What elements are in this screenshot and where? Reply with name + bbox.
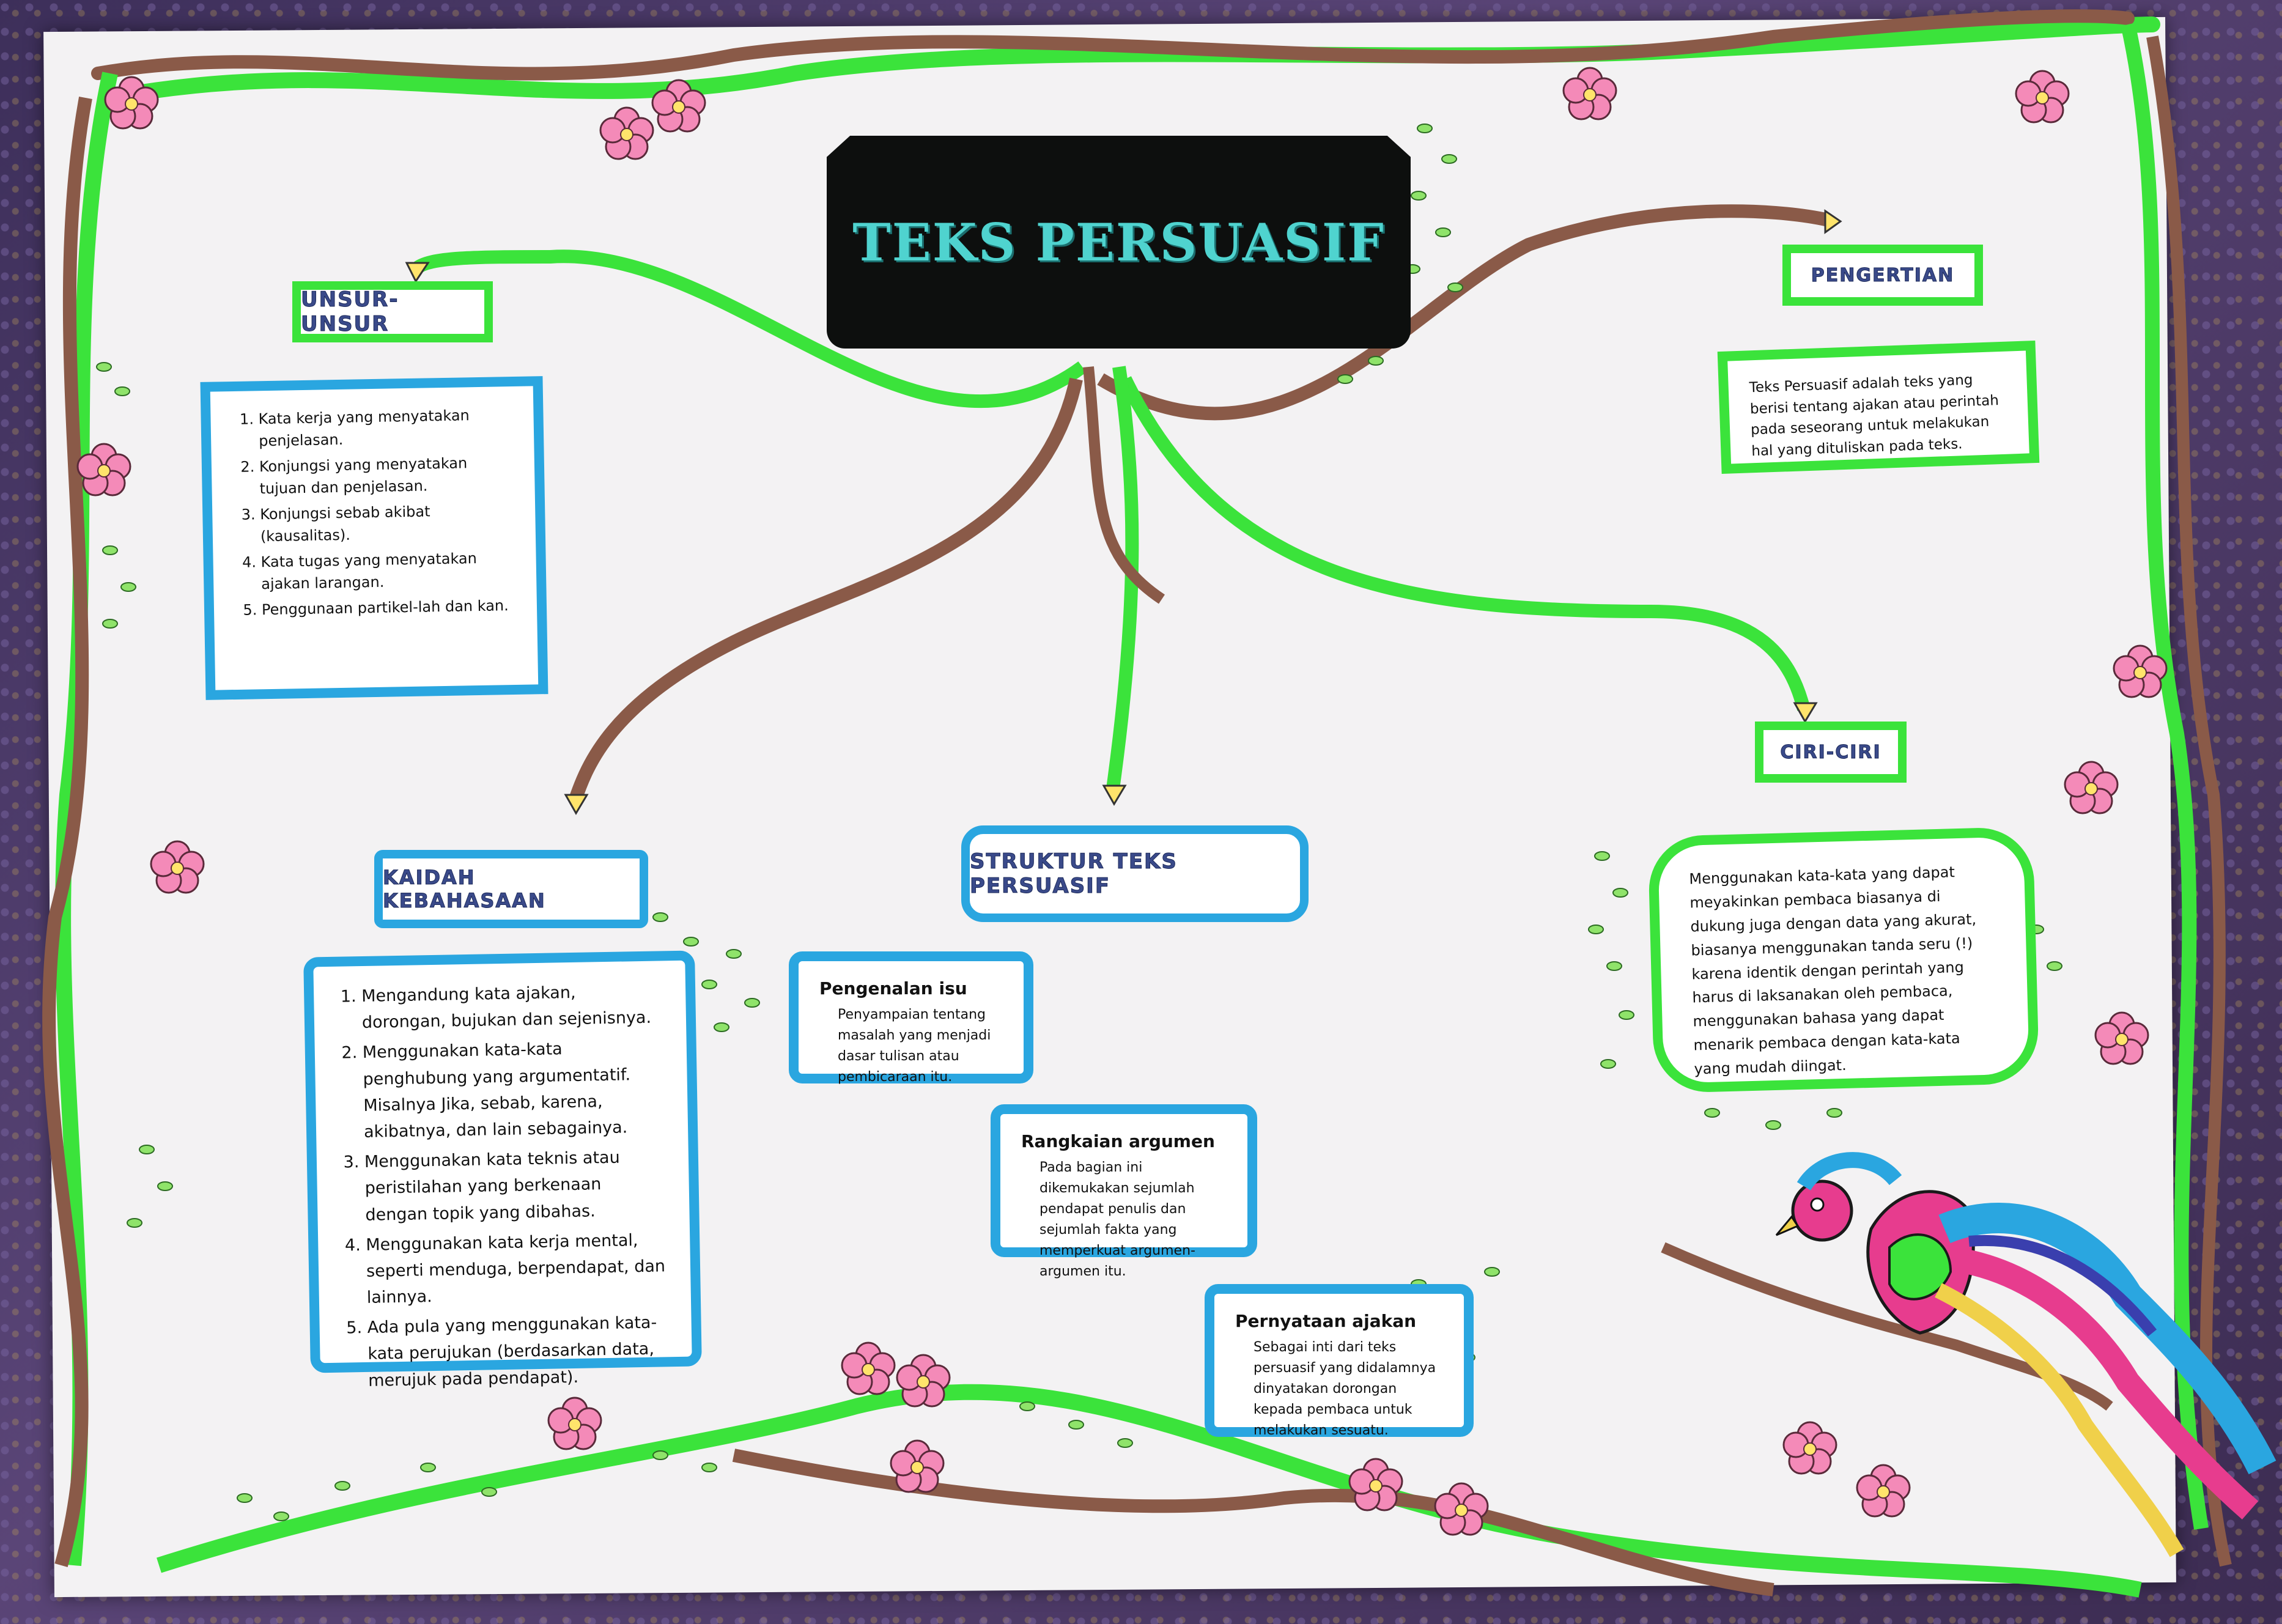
pengertian-text: Teks Persuasif adalah teks yang berisi t…: [1749, 372, 2000, 459]
unsur-item: Konjungsi yang menyatakan tujuan dan pen…: [259, 451, 514, 500]
arrow-ciri: [1793, 702, 1818, 723]
flower-13: [896, 1354, 951, 1408]
branch-to-ciri: [1119, 376, 1811, 711]
rangkaian-title: Rangkaian argumen: [1021, 1131, 1215, 1151]
border-vine-right-brown: [2146, 35, 2232, 1567]
border-vine-bottom-brown: [732, 1449, 1774, 1596]
kaidah-item: Menggunakan kata-kata penghubung yang ar…: [362, 1035, 667, 1145]
label-pengertian: PENGERTIAN: [1782, 245, 1983, 306]
unsur-list: Kata kerja yang menyatakan penjelasan. K…: [231, 404, 516, 621]
rangkaian-body: Pada bagian ini dikemukakan sejumlah pen…: [1039, 1160, 1195, 1280]
kaidah-item: Menggunakan kata teknis atau peristilaha…: [364, 1143, 669, 1228]
label-kaidah-text: KAIDAH KEBAHASAAN: [383, 866, 546, 913]
flower-10: [150, 840, 205, 894]
label-ciri: CIRI-CIRI: [1755, 722, 1907, 783]
arrow-pengertian: [1824, 209, 1842, 234]
bird-branch: [1661, 1242, 2113, 1411]
branch-to-unsur: [411, 249, 1087, 408]
label-ciri-text: CIRI-CIRI: [1780, 741, 1881, 763]
flower-15: [1348, 1458, 1403, 1511]
branch-to-pengertian: [1097, 204, 1830, 421]
pernyataan-body: Sebagai inti dari teks persuasif yang di…: [1254, 1340, 1436, 1439]
card-rangkaian-argumen: Rangkaian argumen Pada bagian ini dikemu…: [991, 1104, 1257, 1279]
border-vine-bottom-green: [157, 1384, 2142, 1598]
branch-to-struktur: [1106, 366, 1139, 790]
label-struktur: STRUKTUR TEKS PERSUASIF: [961, 825, 1309, 922]
arrow-unsur: [405, 262, 430, 283]
card-pengertian: Teks Persuasif adalah teks yang berisi t…: [1717, 340, 2040, 474]
arrow-kaidah: [564, 794, 589, 815]
branch-center-brown: [1083, 366, 1165, 604]
pernyataan-title: Pernyataan ajakan: [1235, 1311, 1417, 1331]
pengenalan-title: Pengenalan isu: [819, 978, 967, 998]
label-pengertian-text: PENGERTIAN: [1811, 264, 1955, 286]
border-vine-top-brown: [91, 9, 2135, 81]
flower-4: [1562, 67, 1617, 120]
bird-illustration: [1775, 1152, 2276, 1557]
label-unsur-text: UNSUR-UNSUR: [301, 287, 399, 337]
flower-16: [1434, 1482, 1489, 1536]
unsur-item: Konjungsi sebab akibat (kausalitas).: [260, 499, 515, 547]
arrow-struktur: [1102, 784, 1127, 806]
kaidah-item: Menggunakan kata kerja mental, seperti m…: [366, 1227, 670, 1311]
unsur-item: Kata tugas yang menyatakan ajakan larang…: [260, 547, 515, 595]
flower-2: [599, 106, 654, 160]
flower-18: [1856, 1464, 1911, 1518]
flower-11: [547, 1397, 602, 1450]
title-box: TEKS PERSUASIF: [827, 136, 1411, 349]
kaidah-list: Mengandung kata ajakan, dorongan, bujuka…: [334, 978, 672, 1394]
border-vine-left-brown: [42, 97, 92, 1567]
kaidah-item: Ada pula yang menggunakan kata-kata peru…: [367, 1310, 671, 1394]
card-kaidah: Mengandung kata ajakan, dorongan, bujuka…: [303, 950, 702, 1390]
flower-12: [841, 1342, 896, 1395]
poster-title: TEKS PERSUASIF: [852, 212, 1385, 273]
flower-14: [890, 1439, 945, 1493]
card-pernyataan-ajakan: Pernyataan ajakan Sebagai inti dari teks…: [1205, 1284, 1474, 1438]
kaidah-item: Mengandung kata ajakan, dorongan, bujuka…: [361, 978, 665, 1036]
flower-8: [2094, 1011, 2149, 1065]
card-pengenalan-isu: Pengenalan isu Penyampaian tentang masal…: [789, 951, 1033, 1085]
ciri-text: Menggunakan kata-kata yang dapat meyakin…: [1689, 863, 1977, 1078]
label-struktur-text: STRUKTUR TEKS PERSUASIF: [970, 849, 1178, 899]
border-vine-top-green: [102, 17, 2160, 106]
flower-5: [2015, 70, 2070, 124]
label-unsur: UNSUR-UNSUR: [292, 281, 493, 342]
border-vine-right-green: [2121, 23, 2209, 1530]
unsur-item: Penggunaan partikel-lah dan kan.: [262, 594, 517, 621]
pengenalan-body: Penyampaian tentang masalah yang menjadi…: [838, 1007, 991, 1085]
flower-7: [2064, 761, 2119, 814]
card-unsur: Kata kerja yang menyatakan penjelasan. K…: [200, 376, 548, 700]
branch-to-kaidah: [568, 377, 1083, 803]
unsur-item: Kata kerja yang menyatakan penjelasan.: [258, 404, 513, 452]
label-kaidah: KAIDAH KEBAHASAAN: [374, 850, 648, 928]
flower-17: [1782, 1421, 1837, 1475]
card-ciri: Menggunakan kata-kata yang dapat meyakin…: [1647, 826, 2040, 1094]
